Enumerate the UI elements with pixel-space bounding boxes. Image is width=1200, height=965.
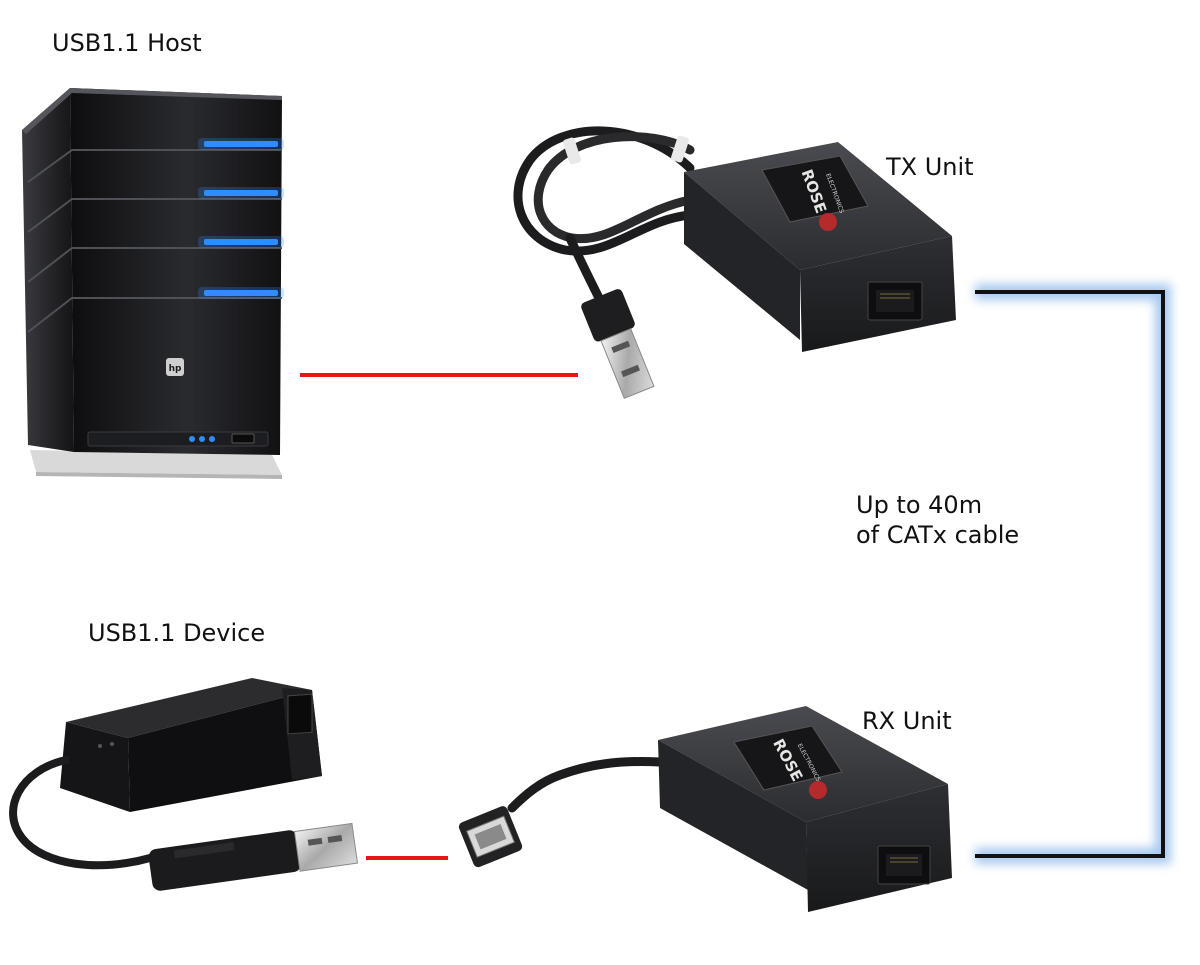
rx-unit: ROSE ELECTRONICS: [458, 706, 952, 912]
svg-text:hp: hp: [169, 364, 182, 374]
usb-extender-tx-icon: ROSE ELECTRONICS: [513, 126, 956, 399]
hp-logo-icon: hp: [166, 358, 184, 376]
host-label: USB1.1 Host: [52, 29, 202, 57]
tx-rj45-port-icon: [867, 281, 923, 321]
device-label: USB1.1 Device: [88, 619, 266, 647]
cable-length-label: Up to 40m of CATx cable: [856, 490, 1019, 550]
rose-logo-icon: [819, 213, 837, 231]
usb-extender-rx-icon: ROSE ELECTRONICS: [458, 706, 952, 912]
tx-unit: ROSE ELECTRONICS: [513, 126, 956, 399]
tx-unit-label: TX Unit: [886, 153, 974, 181]
cable-length-line1: Up to 40m: [856, 491, 983, 519]
rx-rj45-port-icon: [877, 845, 931, 885]
usb-device: [9, 678, 359, 891]
catx-cable: [975, 284, 1171, 864]
rose-logo-icon: [809, 781, 827, 799]
server-tower-icon: hp: [22, 88, 284, 479]
rx-unit-label: RX Unit: [862, 707, 952, 735]
host-activity-lights: [198, 138, 284, 299]
cable-length-line2: of CATx cable: [856, 521, 1020, 549]
host-server: hp: [22, 88, 284, 479]
usb-modem-icon: [9, 678, 359, 891]
